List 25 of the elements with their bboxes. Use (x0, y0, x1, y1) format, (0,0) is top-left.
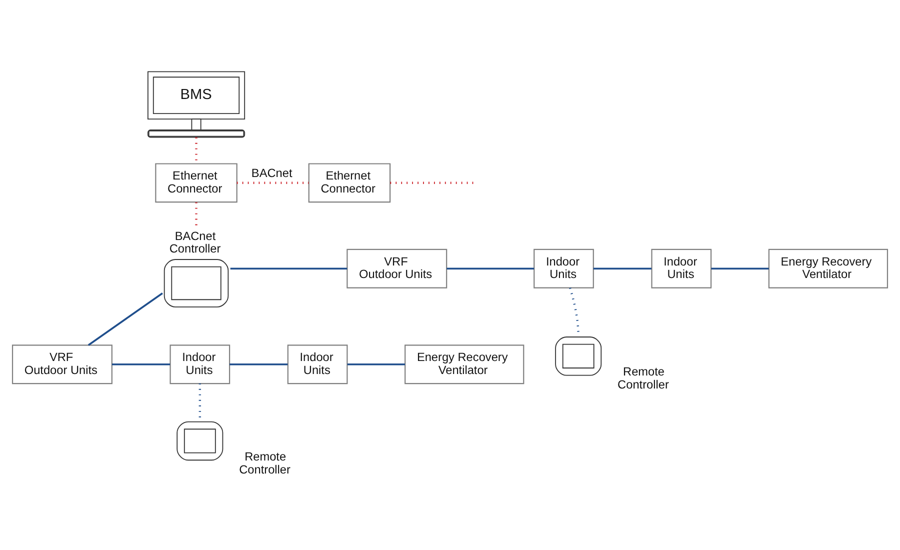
node-box: Energy Recovery Ventilator (404, 344, 524, 384)
node-box: Energy Recovery Ventilator (768, 248, 888, 288)
node-box: Indoor Units (287, 344, 348, 384)
node-box (164, 259, 229, 308)
node-box: VRF Outdoor Units (12, 344, 112, 384)
node-box (176, 421, 224, 461)
node-box: VRF Outdoor Units (346, 248, 448, 288)
node-box: Ethernet Connector (155, 163, 238, 203)
node-box (555, 336, 602, 376)
connector (112, 363, 170, 366)
node-box: Ethernet Connector (308, 163, 391, 203)
connector (347, 363, 405, 366)
connector (230, 268, 348, 270)
connector (230, 363, 288, 366)
node-box: Indoor Units (170, 344, 230, 384)
node-box: Indoor Units (534, 248, 594, 288)
connector (446, 268, 534, 270)
node-box: Indoor Units (651, 248, 712, 288)
node-label: Remote Controller (239, 449, 290, 476)
edge-label: BACnet (251, 166, 292, 180)
connector (88, 292, 163, 346)
connector (711, 268, 769, 270)
node-label: BACnet Controller (169, 228, 221, 256)
connector (593, 268, 652, 270)
node-label: Remote Controller (618, 364, 669, 392)
